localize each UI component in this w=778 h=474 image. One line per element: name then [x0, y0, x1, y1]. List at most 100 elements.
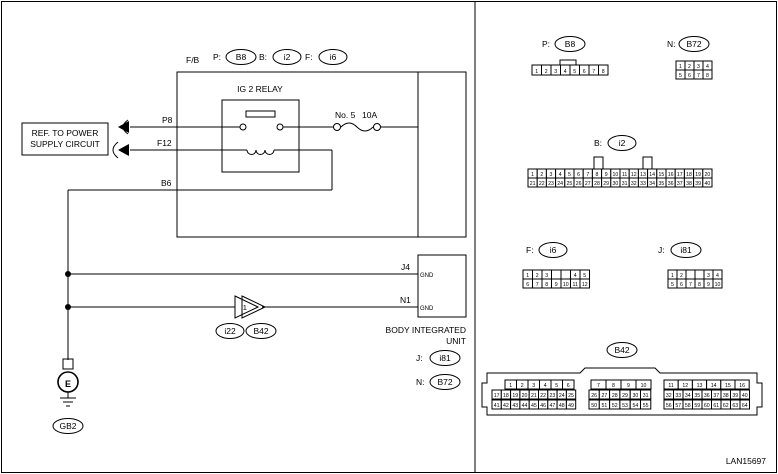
connector-pin-label: 52	[612, 403, 618, 409]
connector-pin-label: 17	[494, 393, 500, 399]
connector-code-b42: B42	[253, 326, 268, 336]
connector-pin-label: 30	[632, 393, 638, 399]
connector-pin-label: 40	[742, 393, 748, 399]
connector-pin-label: 4	[716, 273, 719, 279]
ref-prefix-n: N:	[416, 377, 425, 387]
i81-prefix: J:	[658, 245, 665, 255]
connector-pin-label: 45	[531, 403, 537, 409]
connector-pin-label: 62	[723, 403, 729, 409]
connector-pin-label: 12	[682, 383, 688, 389]
connector-pin-label: 64	[742, 403, 748, 409]
connector-pin-label: 14	[711, 383, 717, 389]
connector-pin-label: 4	[574, 273, 577, 279]
connector-pin-label: 15	[659, 172, 665, 178]
connector-pin-label: 2	[545, 69, 548, 75]
diode-icon	[234, 295, 260, 319]
relay-label: IG 2 RELAY	[237, 84, 283, 94]
connector-pin-cell	[712, 278, 723, 289]
connector-pin-cell	[635, 379, 652, 390]
connector-pin-label: 1	[526, 273, 529, 279]
connector-pin-label: 31	[622, 181, 628, 187]
ground-terminal	[62, 358, 74, 370]
connector-pin-label: 3	[532, 383, 535, 389]
connector-pin-cell	[694, 269, 705, 280]
connector-pin-label: 3	[697, 64, 700, 70]
connector-pin-label: 1	[671, 273, 674, 279]
connector-pin-label: 14	[649, 172, 655, 178]
connector-pin-label: 5	[679, 73, 682, 79]
connector-pin-label: 6	[577, 172, 580, 178]
connector-pin-label: 6	[583, 69, 586, 75]
body-integrated-unit-box	[417, 254, 467, 318]
connector-pin-cell	[562, 379, 575, 390]
connector-pin-cell	[739, 389, 750, 400]
connector-pin-label: 58	[685, 403, 691, 409]
connector-pin-label: 4	[706, 64, 709, 70]
connector-pin-label: 41	[494, 403, 500, 409]
i2-code: i2	[619, 138, 626, 148]
connector-pin-cell	[640, 399, 652, 410]
connector-pin-label: 43	[512, 403, 518, 409]
ref-prefix-p: P:	[213, 52, 221, 62]
connector-pin-label: 2	[680, 273, 683, 279]
b42-housing	[481, 367, 763, 416]
relay-contact-left	[239, 123, 247, 131]
connector-pin-label: 38	[723, 393, 729, 399]
connector-pin-label: 51	[602, 403, 608, 409]
fuse-rating: 10A	[362, 110, 377, 120]
connector-pin-label: 13	[640, 172, 646, 178]
connector-pin-label: 24	[557, 181, 563, 187]
connector-pin-label: 39	[695, 181, 701, 187]
connector-pin-label: 7	[592, 69, 595, 75]
relay-contact-right	[276, 123, 284, 131]
connector-pin-label: 50	[591, 403, 597, 409]
connector-pin-label: 42	[503, 403, 509, 409]
connector-pin-label: 3	[707, 273, 710, 279]
connector-oval-i22	[215, 323, 245, 339]
connector-pin-label: 7	[689, 282, 692, 288]
connector-pin-label: 24	[559, 393, 565, 399]
connector-pin-label: 9	[627, 383, 630, 389]
junction-dot	[65, 271, 71, 277]
connector-pin-label: 37	[677, 181, 683, 187]
connector-pin-label: 2	[688, 64, 691, 70]
b42-code: B42	[614, 345, 629, 355]
connector-pin-label: 29	[603, 181, 609, 187]
connector-pin-label: 12	[631, 172, 637, 178]
connector-pin-label: 35	[694, 393, 700, 399]
connector-pin-label: 22	[539, 181, 545, 187]
ref-prefix-j: J:	[416, 353, 423, 363]
connector-pin-label: 44	[522, 403, 528, 409]
connector-pin-label: 3	[550, 172, 553, 178]
connector-pin-label: 34	[649, 181, 655, 187]
connector-pin-label: 8	[612, 383, 615, 389]
connector-pin-cell	[640, 389, 652, 400]
connector-pin-label: 20	[705, 172, 711, 178]
connector-pin-cell	[702, 69, 713, 80]
wire-label-f12: F12	[157, 138, 172, 148]
connector-pin-label: 46	[540, 403, 546, 409]
connector-pin-label: 10	[641, 383, 647, 389]
connector-pin-label: 37	[713, 393, 719, 399]
fuse-box	[176, 71, 467, 238]
connector-pin-cell	[734, 379, 750, 390]
wire-label-p8: P8	[162, 115, 173, 125]
connector-pin-label: 6	[567, 383, 570, 389]
connector-pin-label: 57	[675, 403, 681, 409]
fuse-icon	[340, 122, 374, 132]
connector-pin-label: 49	[568, 403, 574, 409]
ref-prefix-f: F:	[305, 52, 313, 62]
connector-pin-label: 10	[563, 282, 569, 288]
connector-pin-label: 4	[559, 172, 562, 178]
ref-line-1: REF. TO POWER	[32, 128, 99, 138]
diode-id: i1	[241, 303, 247, 312]
connector-pin-label: 4	[544, 383, 547, 389]
connector-pin-label: 20	[522, 393, 528, 399]
connector-pin-label: 2	[521, 383, 524, 389]
connector-pin-label: 5	[583, 273, 586, 279]
b8-code: B8	[565, 39, 576, 49]
